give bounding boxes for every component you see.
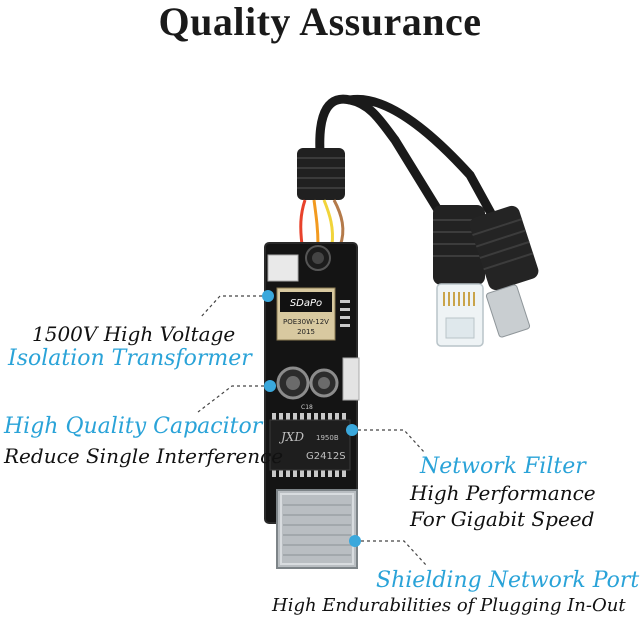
leader-capacitor	[197, 385, 270, 413]
transformer-code: 2015	[297, 328, 315, 336]
filter-code: 1950B	[316, 434, 339, 442]
cable-branch	[345, 94, 497, 220]
callout-port-line1: Shielding Network Port	[376, 568, 640, 593]
transformer-brand: SDaPo	[290, 298, 322, 309]
dot-filter	[346, 424, 358, 436]
leader-filter	[352, 429, 425, 453]
callout-port-line2: High Endurabilities of Plugging In-Out	[272, 595, 626, 616]
callout-filter-line2: High Performance	[410, 481, 596, 505]
dc-barrel	[485, 284, 531, 338]
callout-capacitor-line2: Reduce Single Interference	[4, 444, 284, 468]
dot-capacitor	[264, 380, 276, 392]
dot-port	[349, 535, 361, 547]
filter-model: G2412S	[306, 451, 346, 462]
transformer-model: POE30W-12V	[283, 318, 329, 326]
callout-filter-line1: Network Filter	[420, 454, 586, 479]
dot-transformer	[262, 290, 274, 302]
callout-capacitor-line1: High Quality Capacitor	[4, 414, 263, 439]
leader-transformer	[199, 295, 268, 319]
capacitor-label: C18	[301, 404, 313, 411]
filter-brand: JXD	[278, 430, 304, 444]
shielded-rj45-jack	[276, 489, 358, 569]
network-filter-chip	[269, 419, 351, 471]
callout-filter-line3: For Gigabit Speed	[410, 507, 595, 531]
callout-transformer-line2: Isolation Transformer	[8, 346, 252, 371]
cable-boot	[297, 148, 345, 200]
callout-transformer-line1: 1500V High Voltage	[32, 322, 236, 346]
page-title: Quality Assurance	[158, 0, 482, 44]
leader-port	[355, 540, 427, 566]
